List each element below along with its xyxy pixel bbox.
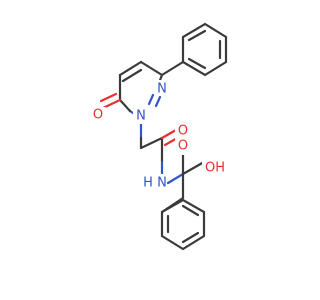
amide-hydrogen-label: H (143, 176, 153, 191)
ring-nitrogen-1-label: N (136, 109, 146, 124)
bond (181, 22, 228, 77)
amide-nitrogen-label: N (157, 176, 167, 191)
label-mask (133, 108, 149, 124)
bond (160, 128, 178, 140)
phenyl-ring-bottom (160, 198, 206, 251)
bond (160, 198, 206, 251)
linker-amide (139, 122, 181, 177)
bond (154, 95, 162, 108)
bond (187, 29, 207, 42)
ketone-group (99, 92, 122, 110)
bond (121, 68, 143, 83)
bond (118, 60, 143, 77)
atom-labels: O N N O N H O OH (90, 80, 228, 192)
acid-carbonyl-oxygen-label: O (178, 124, 188, 139)
amide-oxygen-label: O (178, 139, 188, 154)
label-mask (175, 139, 191, 155)
label-mask (175, 123, 191, 139)
label-mask (154, 80, 170, 96)
phenyl-ring-top (160, 22, 228, 77)
label-mask (90, 107, 106, 123)
bond (99, 92, 118, 103)
ketone-oxygen-label: O (93, 108, 103, 123)
bond (118, 98, 132, 113)
bond (181, 204, 200, 217)
bond (139, 136, 164, 150)
bond (181, 231, 200, 244)
label-mask (202, 159, 228, 177)
label-mask (140, 174, 166, 192)
bond (166, 172, 185, 185)
ring-nitrogen-2-label: N (157, 82, 167, 97)
bond (147, 93, 155, 106)
bond (181, 160, 206, 176)
structure-canvas: O N N O N H O OH (90, 22, 228, 251)
bond (101, 98, 122, 110)
bond (160, 60, 185, 77)
bond (187, 57, 207, 70)
acid-hydroxyl-label: OH (205, 161, 225, 176)
molecule-structure: O N N O N H O OH (90, 22, 228, 251)
bond (139, 60, 164, 77)
pyridazinone-ring (118, 60, 164, 117)
